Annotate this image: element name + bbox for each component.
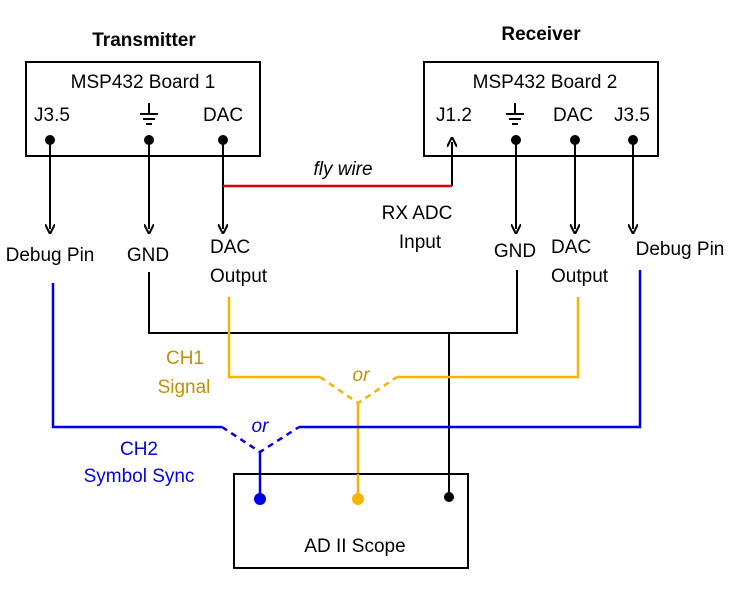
receiver-wires bbox=[452, 140, 633, 229]
scope-ch1-terminal bbox=[352, 493, 364, 505]
ch1-wires bbox=[227, 297, 580, 497]
ground-icon bbox=[506, 103, 524, 125]
ground-icon bbox=[140, 103, 158, 125]
board-1-label: MSP432 Board 1 bbox=[71, 72, 216, 93]
ch2-label-line1: CH2 bbox=[120, 439, 158, 460]
board-2-box bbox=[423, 61, 659, 157]
board-1-pin-j35: J3.5 bbox=[34, 105, 70, 126]
fly-wire-label: fly wire bbox=[313, 159, 372, 180]
scope-label: AD II Scope bbox=[304, 536, 405, 557]
tx-gnd-label: GND bbox=[127, 245, 169, 266]
ch2-or-label: or bbox=[252, 416, 270, 437]
rx-dac-output-line2: Output bbox=[551, 266, 609, 287]
ch2-label-line2: Symbol Sync bbox=[84, 466, 195, 487]
ch1-label-line1: CH1 bbox=[166, 348, 204, 369]
ch1-label-line2: Signal bbox=[158, 377, 211, 398]
board-2-label: MSP432 Board 2 bbox=[473, 72, 618, 93]
tx-dac-output-line1: DAC bbox=[210, 237, 250, 258]
board-2-pin-dac: DAC bbox=[553, 105, 593, 126]
rx-adc-input-line1: RX ADC bbox=[382, 203, 453, 224]
rx-debug-pin-label: Debug Pin bbox=[636, 239, 725, 260]
ch1-or-label: or bbox=[353, 365, 371, 386]
ch1-or-selector bbox=[319, 375, 398, 405]
receiver-heading: Receiver bbox=[501, 24, 581, 45]
tx-dac-output-line2: Output bbox=[210, 266, 268, 287]
board-1-pin-dac: DAC bbox=[203, 105, 243, 126]
rx-adc-input-line2: Input bbox=[399, 232, 442, 253]
board-2-pin-j12: J1.2 bbox=[436, 105, 472, 126]
ch2-or-selector bbox=[221, 425, 300, 454]
rx-dac-output-line1: DAC bbox=[551, 237, 591, 258]
ground-bus bbox=[148, 270, 518, 497]
scope-ch2-terminal bbox=[254, 493, 266, 505]
board-2-pin-j35: J3.5 bbox=[614, 105, 650, 126]
transmitter-wires bbox=[50, 140, 223, 229]
ch2-wires bbox=[51, 270, 642, 497]
rx-gnd-label: GND bbox=[494, 241, 536, 262]
pin-dots-board-2 bbox=[511, 135, 638, 145]
pin-dots-board-1 bbox=[45, 135, 228, 145]
transmitter-heading: Transmitter bbox=[92, 30, 196, 51]
tx-debug-pin-label: Debug Pin bbox=[6, 245, 95, 266]
scope-box bbox=[233, 473, 469, 569]
scope-gnd-terminal bbox=[444, 492, 454, 502]
